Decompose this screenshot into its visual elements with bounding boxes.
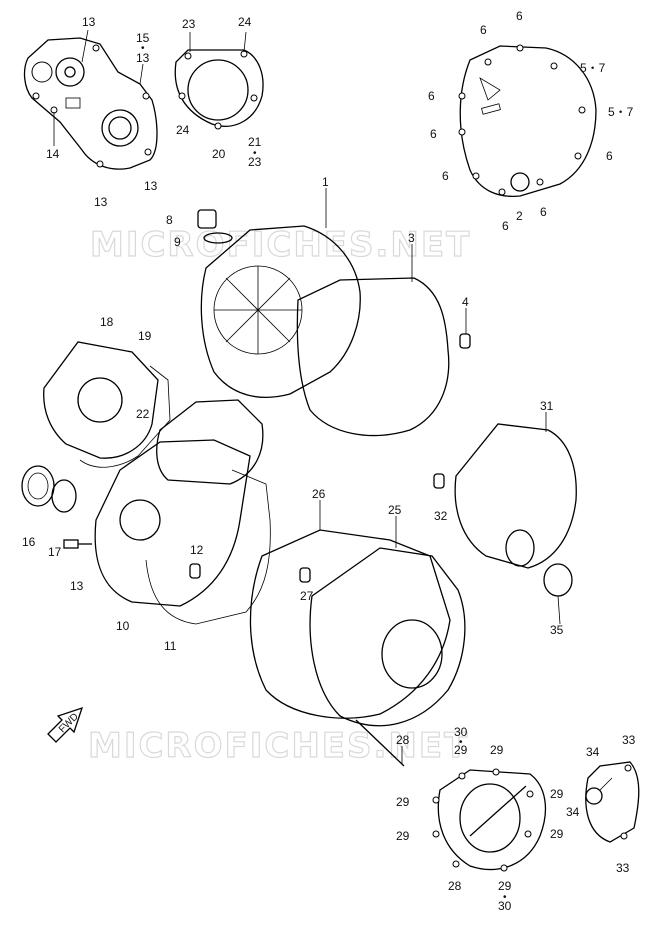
callout-c35: 35 (550, 623, 564, 637)
callout-c6h: 6 (502, 219, 509, 233)
callout-c2: 2 (516, 209, 523, 223)
callout-c13c: 13 (144, 179, 158, 193)
callout-c25: 25 (388, 503, 402, 517)
callout-c29e: 29 (396, 829, 410, 843)
callout-c11: 11 (164, 639, 177, 653)
callout-c19: 19 (138, 329, 152, 343)
callout-c13d: 13 (94, 195, 108, 209)
gasket-3-part (296, 277, 450, 437)
callout-c33b: 33 (616, 861, 630, 875)
crankcase-cover-part (197, 209, 361, 398)
callout-c6f: 6 (442, 169, 449, 183)
dowel-4-part (459, 333, 471, 349)
watermark-bottom: MICROFICHES.NET (88, 726, 469, 766)
dot-21-23: • (253, 148, 257, 159)
callout-c6c: 6 (428, 89, 435, 103)
callout-c22: 22 (136, 407, 150, 421)
callout-c30a: 30 (454, 725, 468, 739)
callout-c23a: 23 (182, 17, 196, 31)
callout-c20: 20 (212, 147, 226, 161)
callout-c21: 21 (248, 135, 262, 149)
callout-c17: 17 (48, 545, 62, 559)
callout-c23b: 23 (248, 155, 262, 169)
callout-c14: 14 (46, 147, 60, 161)
cover-29-30-part (432, 768, 547, 872)
callout-c28b: 28 (448, 879, 462, 893)
cover-33-34-part (585, 761, 640, 843)
callout-c28a: 28 (396, 733, 410, 747)
callout-c32: 32 (434, 509, 448, 523)
callout-c6e: 6 (606, 149, 613, 163)
housing-31-part (454, 423, 577, 569)
dowel-32-part (433, 473, 445, 489)
seal-ring-part (21, 465, 92, 549)
callout-c29c: 29 (396, 795, 410, 809)
callout-c6g: 6 (540, 205, 547, 219)
callout-c15: 15 (136, 31, 150, 45)
watermark-top: MICROFICHES.NET (90, 225, 471, 265)
callout-c13e: 13 (70, 579, 84, 593)
callout-c29f: 29 (550, 827, 564, 841)
cap-35-part (543, 563, 573, 597)
callout-c24b: 24 (176, 123, 190, 137)
dot-15-13: • (141, 43, 145, 54)
dot-29-30: • (503, 892, 507, 903)
callout-c29b: 29 (490, 743, 504, 757)
callout-c3: 3 (408, 231, 415, 245)
callout-c18: 18 (100, 315, 114, 329)
cover-25-26-part (249, 529, 466, 727)
callout-c29g: 29 (498, 879, 512, 893)
callout-c31: 31 (540, 399, 554, 413)
clutch-cover-part (458, 44, 597, 198)
callout-c33a: 33 (622, 733, 636, 747)
callout-c10: 10 (116, 619, 130, 633)
pump-cover-part (23, 37, 158, 170)
callout-c6d: 6 (430, 127, 437, 141)
callout-c16: 16 (22, 535, 36, 549)
callout-c29d: 29 (550, 787, 564, 801)
callout-c12: 12 (190, 543, 204, 557)
callout-c8: 8 (166, 213, 173, 227)
callout-c30b: 30 (498, 899, 512, 913)
callout-labels: 13 15 13 14 13 13 23 24 24 20 21 23 6 6 … (22, 9, 636, 913)
callout-c57b: 5・7 (608, 105, 634, 119)
dot-30-29: • (459, 737, 463, 748)
callout-c24a: 24 (238, 15, 252, 29)
callout-c27: 27 (300, 589, 314, 603)
callout-c26: 26 (312, 487, 326, 501)
fwd-arrow: FWD (47, 706, 84, 743)
round-cover-part (174, 49, 264, 130)
callout-c13b: 13 (136, 51, 150, 65)
leader-lines (53, 29, 613, 791)
callout-c29a: 29 (454, 743, 468, 757)
callout-c57a: 5・7 (580, 61, 606, 75)
callout-c9: 9 (174, 235, 181, 249)
callout-c34b: 34 (566, 805, 580, 819)
callout-c34a: 34 (586, 745, 600, 759)
callout-c6a: 6 (516, 9, 523, 23)
callout-c1: 1 (322, 175, 329, 189)
callout-c4: 4 (462, 295, 469, 309)
callout-c13a: 13 (82, 15, 96, 29)
bolt-28-part (355, 719, 405, 767)
cover-10-11-part (94, 399, 271, 625)
callout-c6b: 6 (480, 23, 487, 37)
